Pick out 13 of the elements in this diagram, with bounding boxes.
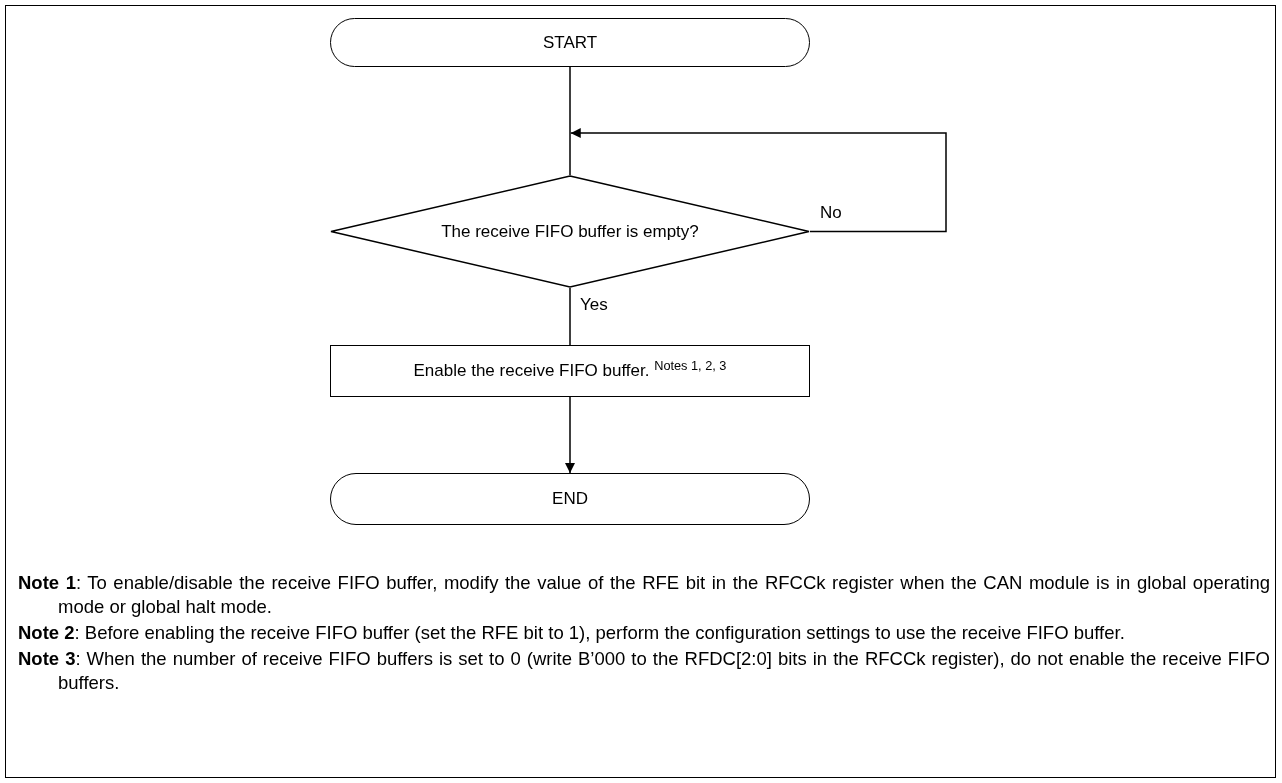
note-text: Note 2: Before enabling the receive FIFO buffer (set the RFE bit to 1), perform the configuration settings to use the receive FIFO buffer. xyxy=(18,621,1126,645)
connector-arrow xyxy=(565,396,575,474)
node-text: Enable the receive FIFO buffer. $^{Notes 1, 2, 3}$ xyxy=(413,358,727,383)
connector-arrow xyxy=(570,128,947,233)
decision-diamond xyxy=(330,175,810,288)
note-text: Note 1: To enable/disable the receive FIFO buffer, modify the value of the RFE bit in the RFCCk register when the CAN module is in global operating mode or global halt mode. xyxy=(18,571,1270,619)
node-text: START xyxy=(542,31,598,54)
terminal-box xyxy=(330,473,810,525)
terminal-box xyxy=(330,18,810,67)
node-text: The receive FIFO buffer is empty? xyxy=(441,220,699,243)
node-text: END xyxy=(552,488,588,511)
note-text: Note 3: When the number of receive FIFO buffers is set to 0 (write B’000 to the RFDC[2:0] bits in the RFCCk register), do not enable the receive FIFO buffers. xyxy=(18,647,1270,695)
process-box xyxy=(330,345,810,397)
